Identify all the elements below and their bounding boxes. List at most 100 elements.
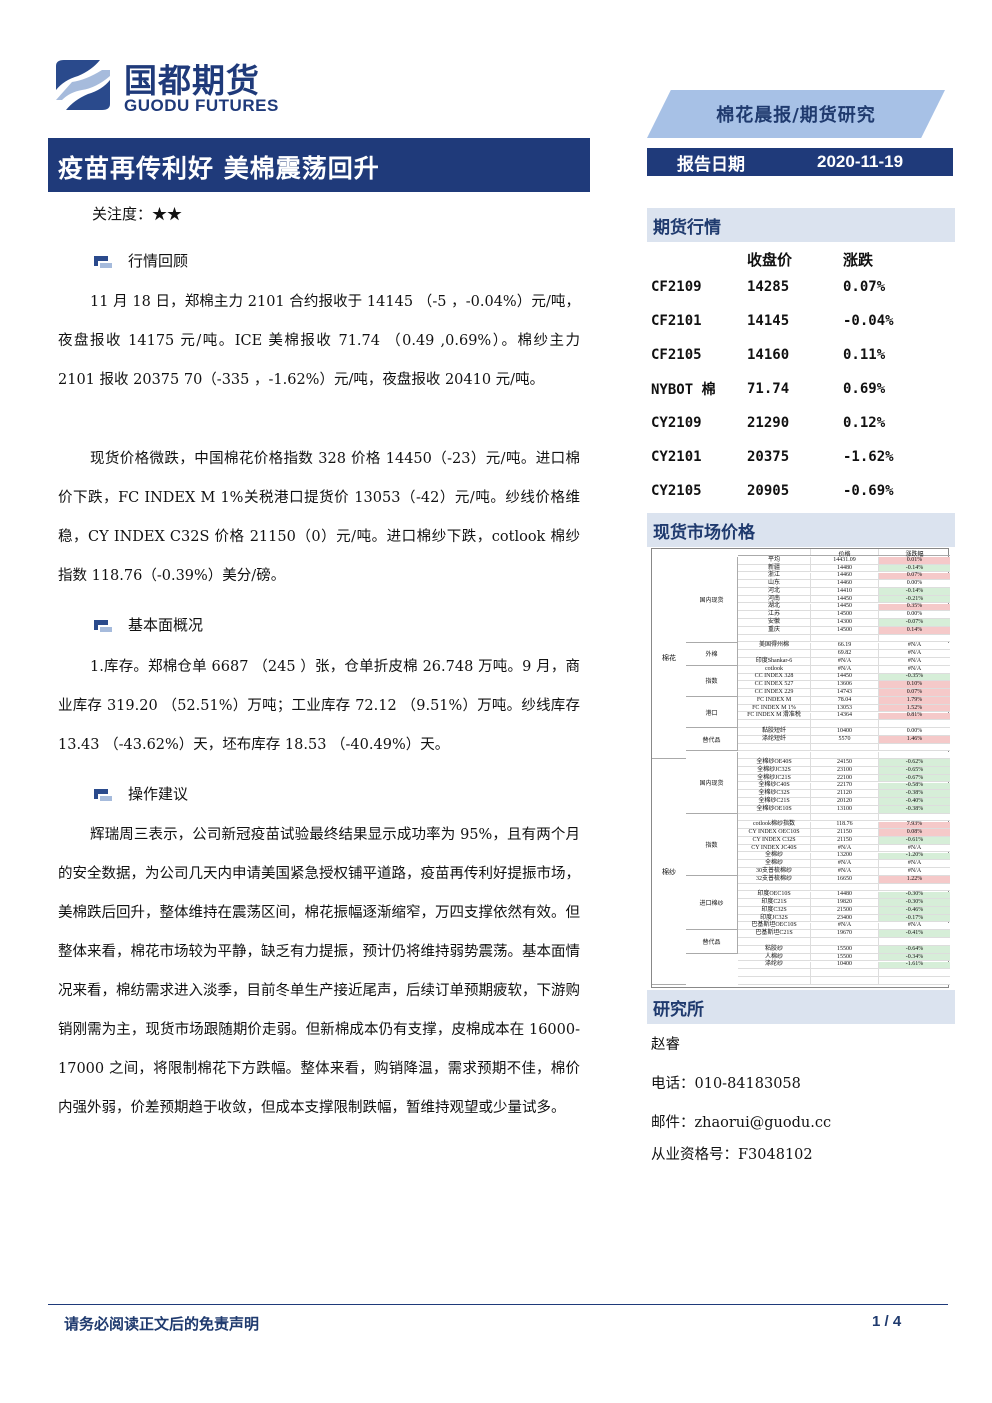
spot-row bbox=[738, 969, 950, 977]
spot-item: 平均 bbox=[767, 556, 780, 563]
spot-item: 印度Shankar-6 bbox=[755, 657, 793, 664]
spot-row bbox=[738, 743, 950, 752]
spot-change: -0.46% bbox=[878, 907, 950, 914]
spot-item bbox=[738, 650, 810, 657]
spot-subgroup-label: 进口棉纱 bbox=[686, 875, 738, 931]
spot-subgroup-label: 国内现货 bbox=[686, 557, 738, 643]
contract-name: NYBOT 棉 bbox=[651, 382, 716, 398]
spot-item bbox=[738, 969, 810, 976]
spot-change: -0.61% bbox=[878, 837, 950, 844]
spot-change: #N/A bbox=[878, 922, 950, 930]
spot-item: FC INDEX M bbox=[756, 696, 792, 703]
report-date-bar: 报告日期 2020-11-19 bbox=[647, 148, 953, 176]
price-change: -0.04% bbox=[843, 313, 894, 329]
report-type-banner: 棉花晨报/期货研究 bbox=[647, 90, 945, 138]
spot-item: 全棉纱 bbox=[764, 860, 783, 867]
spot-price: #N/A bbox=[810, 922, 878, 930]
spot-item: 安徽 bbox=[767, 619, 780, 626]
section-heading-text: 基本面概况 bbox=[128, 616, 204, 634]
paragraph-fundamentals-1: 1.库存。郑棉仓单 6687 （245 ）张，仓单折皮棉 26.748 万吨。9… bbox=[58, 659, 580, 753]
spot-price: 13200 bbox=[810, 852, 878, 860]
section-heading-text: 行情回顾 bbox=[128, 252, 189, 270]
spot-col-change: 涨跌幅 bbox=[878, 549, 950, 558]
col-change-header: 涨跌 bbox=[843, 250, 874, 269]
spot-price: 14743 bbox=[810, 689, 878, 696]
spot-subgroup-label: 指数 bbox=[686, 813, 738, 876]
spot-price: 10400 bbox=[810, 961, 878, 969]
spot-price: 14500 bbox=[810, 627, 878, 634]
analyst-license: 从业资格号：F3048102 bbox=[651, 1147, 813, 1163]
disclaimer-notice[interactable]: 请务必阅读正文后的免责声明 bbox=[64, 1315, 260, 1333]
spot-change: 0.00% bbox=[878, 728, 950, 735]
spot-change: #N/A bbox=[878, 845, 950, 852]
col-close-header: 收盘价 bbox=[747, 250, 793, 269]
spot-change: 0.07% bbox=[878, 689, 950, 696]
spot-price: 14300 bbox=[810, 619, 878, 626]
analyst-email[interactable]: 邮件：zhaorui@guodu.cc bbox=[651, 1115, 832, 1131]
spot-item: 全棉纱OE40S bbox=[756, 759, 792, 766]
spot-row bbox=[738, 634, 950, 643]
spot-change: #N/A bbox=[878, 658, 950, 665]
spot-change: 0.35% bbox=[878, 603, 950, 611]
spot-price: 13100 bbox=[810, 806, 878, 813]
spot-item: 涤纶纱 bbox=[764, 961, 783, 968]
spot-item: 河北 bbox=[767, 587, 780, 594]
spot-price: 14480 bbox=[810, 891, 878, 899]
spot-row: CY INDEX JC40S#N/A#N/A bbox=[738, 845, 950, 853]
spot-change: 0.81% bbox=[878, 712, 950, 720]
spot-price bbox=[810, 634, 878, 642]
spot-change bbox=[878, 813, 950, 821]
spot-row: 全棉纱OE40S 24150-0.62% bbox=[738, 759, 950, 767]
spot-change: -0.58% bbox=[878, 782, 950, 790]
spot-price: 5570 bbox=[810, 736, 878, 743]
spot-change: 0.14% bbox=[878, 627, 950, 634]
footer-rule bbox=[48, 1304, 948, 1305]
spot-change: -0.14% bbox=[878, 565, 950, 572]
spot-change: -0.62% bbox=[878, 759, 950, 766]
spot-item: FC INDEX M 1% bbox=[752, 704, 796, 711]
contract-name: CF2105 bbox=[651, 347, 702, 363]
spot-price: 14480 bbox=[810, 565, 878, 572]
spot-item: 湖北 bbox=[767, 603, 780, 610]
report-date-value: 2020-11-19 bbox=[817, 152, 904, 171]
spot-item: 印度OEC10S bbox=[757, 891, 791, 898]
spot-price: 23100 bbox=[810, 767, 878, 774]
spot-subgroup-label: 外棉 bbox=[686, 642, 738, 666]
spot-subgroup-label: 替代品 bbox=[686, 930, 738, 954]
spot-item: 黏胶短纤 bbox=[761, 727, 786, 734]
price-change: -0.69% bbox=[843, 483, 894, 499]
spot-item bbox=[738, 884, 810, 891]
spot-change: -0.21% bbox=[878, 596, 950, 603]
spot-change bbox=[878, 977, 950, 984]
spot-change: -0.67% bbox=[878, 775, 950, 782]
spot-price: 16650 bbox=[810, 876, 878, 883]
spot-change: -1.61% bbox=[878, 961, 950, 969]
spot-item: 巴基斯坦OEC10S bbox=[751, 922, 797, 929]
spot-item: 重庆 bbox=[767, 626, 780, 633]
spot-change: 0.07% bbox=[878, 572, 950, 580]
spot-item: CC INDEX 527 bbox=[754, 681, 794, 688]
spot-subgroup-label: 港口 bbox=[686, 697, 738, 729]
spot-item bbox=[738, 814, 810, 821]
spot-change: -0.64% bbox=[878, 946, 950, 953]
spot-price: 20120 bbox=[810, 798, 878, 805]
spot-price: 24150 bbox=[810, 759, 878, 766]
section-bullet-icon bbox=[94, 255, 112, 268]
spot-price: 14460 bbox=[810, 580, 878, 587]
